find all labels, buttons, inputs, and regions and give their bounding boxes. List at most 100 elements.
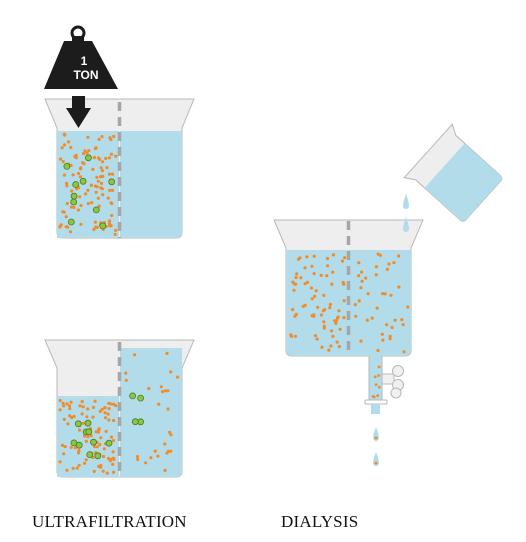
small-particle <box>292 288 296 292</box>
small-particle <box>400 318 404 322</box>
small-particle <box>77 448 81 453</box>
small-particle <box>62 417 66 421</box>
small-particle <box>406 305 410 309</box>
small-particle <box>112 418 116 423</box>
large-particle <box>105 439 113 447</box>
large-particle <box>129 392 137 400</box>
small-particle <box>77 451 81 455</box>
small-particle <box>323 308 327 312</box>
small-particle <box>85 415 89 419</box>
small-particle <box>144 461 148 465</box>
small-particle <box>328 306 332 310</box>
small-particle <box>157 402 161 406</box>
small-particle <box>65 468 69 472</box>
small-particle <box>58 408 62 412</box>
large-particle <box>67 218 75 226</box>
small-particle <box>107 407 111 411</box>
small-particle <box>169 433 173 437</box>
small-particle <box>103 411 107 415</box>
small-particle <box>81 161 85 165</box>
weight-body <box>44 41 118 89</box>
small-particle <box>303 303 307 307</box>
small-particle <box>92 227 96 232</box>
small-particle <box>291 308 295 312</box>
caption-dialysis: DIALYSIS <box>281 512 359 531</box>
small-particle <box>326 264 330 268</box>
small-particle <box>337 345 341 349</box>
small-particle <box>309 286 313 290</box>
small-particle <box>107 219 112 223</box>
small-particle <box>61 401 65 405</box>
small-particle <box>322 320 326 324</box>
small-particle <box>106 412 110 416</box>
small-particle <box>69 400 73 404</box>
small-particle <box>106 196 110 200</box>
stopcock-valve-icon <box>381 365 404 399</box>
ultrafiltration-beaker-pressurized <box>44 98 195 239</box>
small-particle <box>84 439 88 443</box>
small-particle <box>124 378 128 382</box>
small-particle <box>109 201 113 205</box>
small-particle <box>93 445 97 449</box>
small-particle <box>310 264 314 268</box>
small-particle <box>390 325 394 330</box>
small-particle <box>319 313 323 317</box>
small-particle <box>78 167 83 171</box>
small-particle <box>124 371 128 375</box>
small-particle <box>169 370 173 374</box>
small-particle <box>101 469 105 473</box>
small-particle <box>377 385 381 389</box>
small-particle <box>374 265 378 269</box>
small-particle <box>94 225 98 229</box>
small-particle <box>389 293 393 297</box>
small-particle <box>293 334 298 338</box>
small-particle <box>75 466 79 470</box>
small-particle <box>329 329 334 333</box>
small-particle <box>85 151 89 155</box>
small-particle <box>334 319 339 323</box>
small-particle <box>376 252 380 256</box>
large-particle <box>86 451 94 459</box>
small-particle <box>298 256 302 260</box>
filtrate-drop-icon <box>373 427 379 441</box>
small-particle <box>81 421 85 425</box>
small-particle <box>107 156 111 160</box>
small-particle <box>109 435 114 439</box>
water-drop-icon <box>403 217 409 232</box>
large-particle <box>70 192 78 200</box>
small-particle <box>63 445 67 449</box>
water-drop-icon <box>403 194 409 209</box>
small-particle <box>65 201 69 206</box>
small-particle <box>65 402 69 406</box>
small-particle <box>108 136 112 140</box>
small-particle <box>107 401 111 405</box>
small-particle <box>165 451 169 455</box>
small-particle <box>329 344 333 348</box>
small-particle <box>69 205 73 209</box>
large-particle <box>99 222 107 230</box>
small-particle <box>93 399 97 403</box>
small-particle <box>303 266 307 270</box>
small-particle <box>168 430 172 434</box>
outlet-nozzle <box>364 399 388 405</box>
small-particle <box>377 365 381 369</box>
small-particle <box>374 273 378 277</box>
small-particle <box>100 169 104 173</box>
small-particle <box>357 261 361 265</box>
small-particle <box>65 184 69 188</box>
small-particle <box>387 262 391 266</box>
small-particle <box>354 314 358 318</box>
small-particle <box>294 312 298 316</box>
small-particle <box>359 339 363 343</box>
small-particle <box>69 145 73 150</box>
small-particle <box>149 456 153 460</box>
small-particle <box>99 436 103 440</box>
small-particle <box>165 351 169 355</box>
small-particle <box>376 394 380 397</box>
small-particle <box>100 187 104 191</box>
small-particle <box>87 149 91 153</box>
small-particle <box>110 213 114 218</box>
small-particle <box>75 187 79 191</box>
small-particle <box>365 318 369 322</box>
small-particle <box>377 374 381 377</box>
